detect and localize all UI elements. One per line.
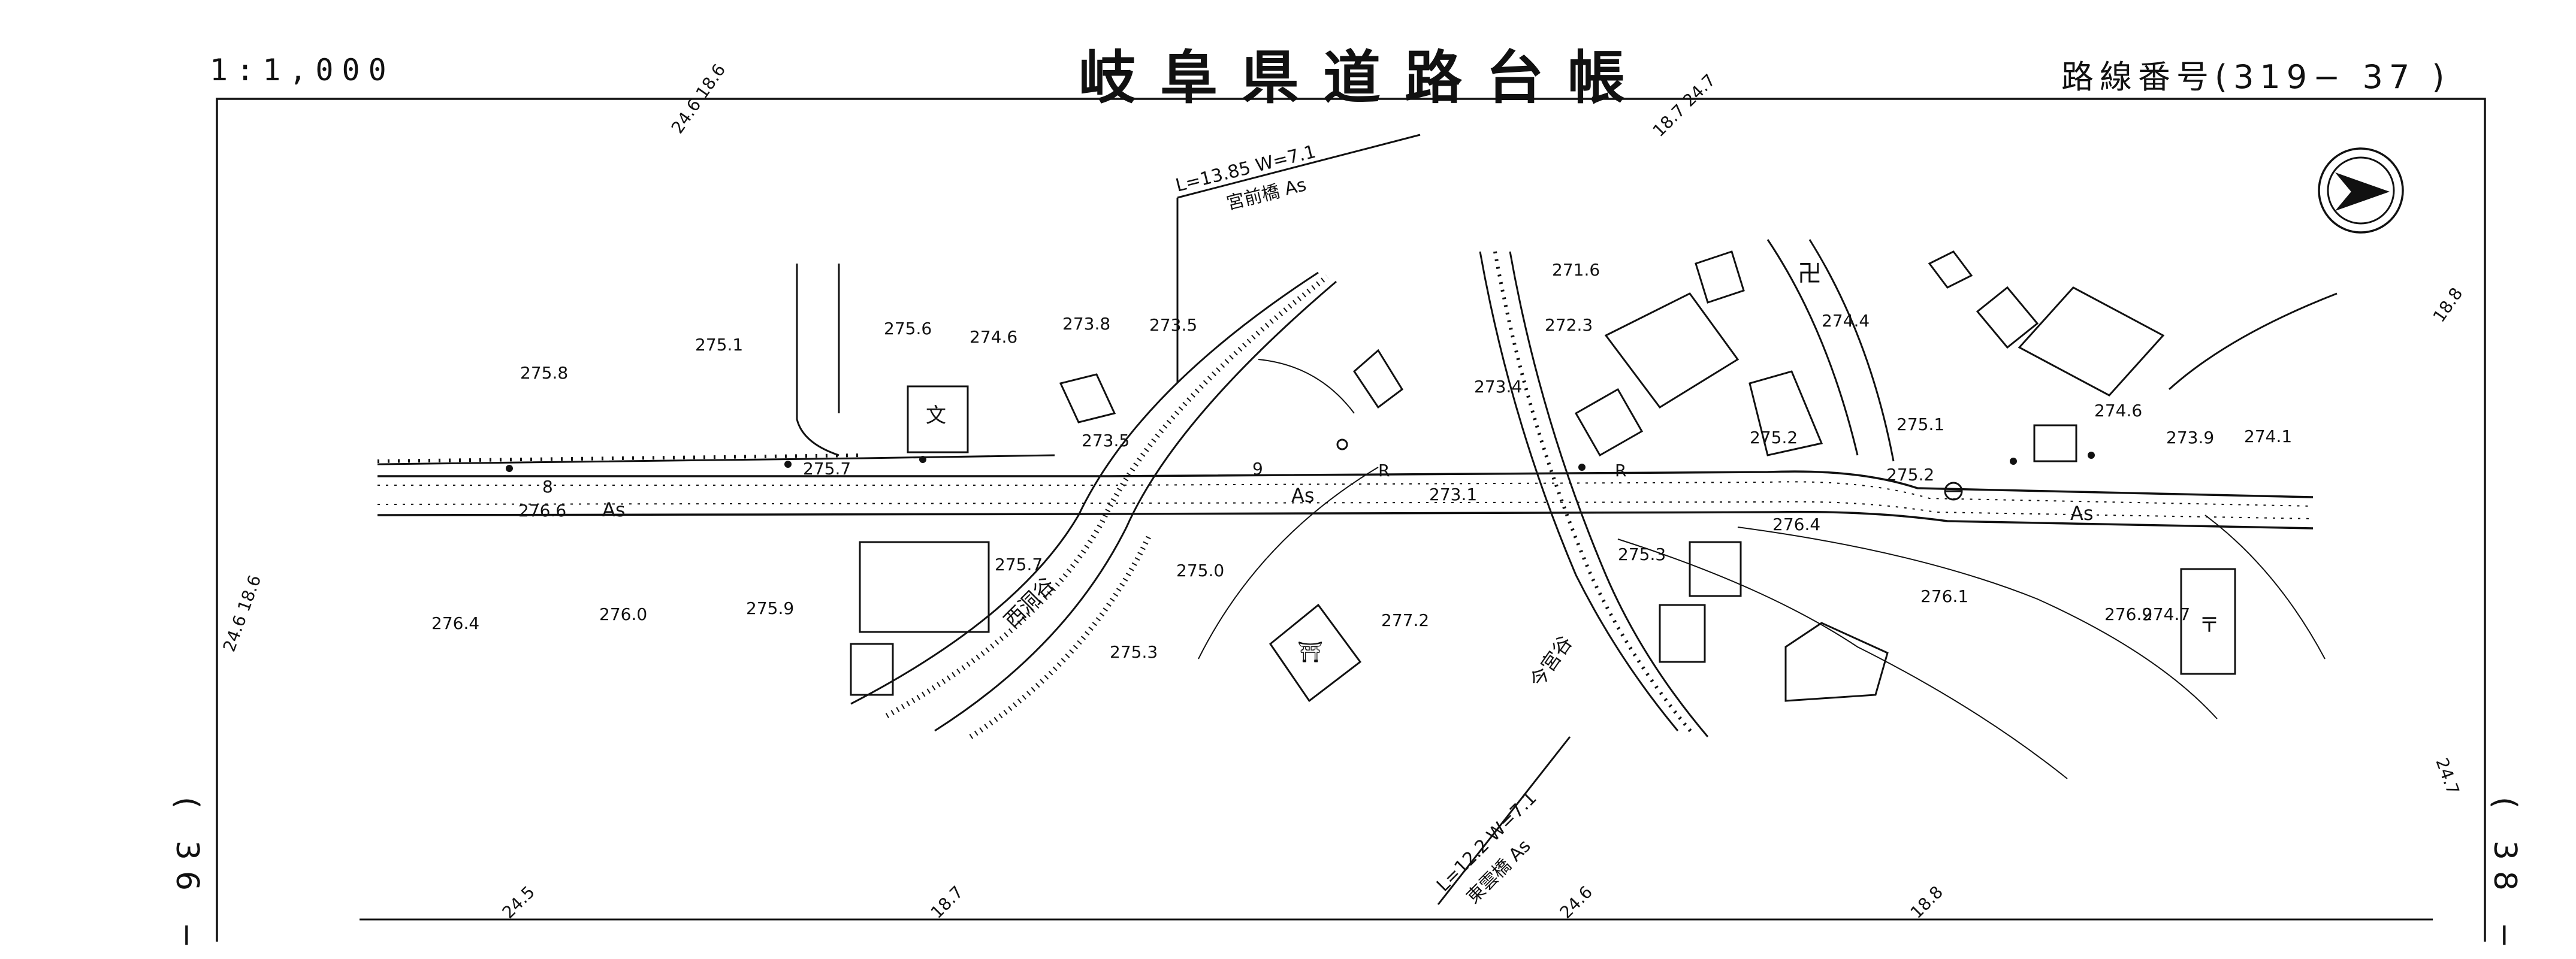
buildings xyxy=(850,250,2236,703)
elevation-label: 276.0 xyxy=(599,604,647,624)
edge-markers: 24.6 18.6 18.7 24.7 24.6 18.6 18.8 24.7 … xyxy=(219,60,2467,922)
edge-marker: 24.5 xyxy=(499,882,539,922)
edge-marker: 24.6 xyxy=(1556,882,1596,922)
road-surface-label: As xyxy=(1291,484,1315,507)
post-office-icon: 〒 xyxy=(2199,613,2219,637)
elevation-label: 275.7 xyxy=(803,459,851,479)
road-boundary-north xyxy=(377,454,1055,465)
elevation-label: 273.4 xyxy=(1474,377,1522,397)
elevation-label: 273.9 xyxy=(2166,428,2214,447)
school-icon: 文 xyxy=(926,404,946,428)
edge-marker: 18.8 xyxy=(2429,284,2467,326)
sheet-frame xyxy=(216,98,2486,942)
elevation-label: 273.5 xyxy=(1082,431,1130,450)
temple-icon: 卍 xyxy=(1798,260,1822,288)
river-channel-east xyxy=(1479,251,1709,737)
elevation-label: 274.6 xyxy=(2094,401,2142,420)
elevation-label: 275.2 xyxy=(1750,428,1798,447)
elevation-label: 272.3 xyxy=(1545,315,1593,335)
elevation-label: 276.4 xyxy=(431,613,479,633)
elevation-label: 274.1 xyxy=(2244,426,2292,446)
survey-markers xyxy=(506,438,2095,501)
elevation-label: 276.1 xyxy=(1920,586,1968,606)
side-road xyxy=(2204,515,2326,659)
curve-label: R xyxy=(1615,461,1626,480)
route-number-label: 9 xyxy=(1252,459,1263,479)
elevation-label: 274.4 xyxy=(1822,311,1870,331)
elevation-label: 275.3 xyxy=(1110,642,1158,662)
elevation-label: 275.7 xyxy=(995,555,1043,574)
elevation-label: 275.2 xyxy=(1886,465,1934,485)
adjacent-sheet-right: ( 38 − xyxy=(2487,797,2523,959)
bridge-leader xyxy=(1177,134,1421,199)
sheet-title: 岐阜県道路台帳 xyxy=(1079,44,1649,111)
edge-marker: 18.7 24.7 xyxy=(1649,70,1720,141)
edge-marker: 24.7 xyxy=(2432,755,2463,797)
side-road xyxy=(1737,527,2218,719)
elevation-label: 276.9 xyxy=(2104,604,2152,624)
elevation-label: 275.1 xyxy=(695,335,743,355)
bridge-leader xyxy=(1437,736,1571,905)
route-number-label: 8 xyxy=(542,477,553,497)
route-number: 路線番号(319− 37 ) xyxy=(2061,58,2451,96)
adjacent-sheet-left: ( 36 − xyxy=(169,797,205,959)
elevation-label: 273.1 xyxy=(1429,485,1477,504)
map-scale: 1:1,000 xyxy=(210,53,395,87)
river-channel-west xyxy=(850,271,1337,739)
elevation-label: 275.6 xyxy=(884,319,932,338)
side-road xyxy=(1617,539,2068,779)
north-arrow-icon xyxy=(2318,147,2404,234)
curve-label: R xyxy=(1378,461,1390,480)
side-road xyxy=(1766,239,1859,456)
elevation-points: 275.8 275.1 275.6 274.6 273.8 273.5 273.… xyxy=(431,260,2292,662)
elevation-label: 273.8 xyxy=(1062,314,1110,334)
side-road xyxy=(2168,292,2338,391)
elevation-label: 275.0 xyxy=(1176,561,1224,580)
edge-marker: 18.7 xyxy=(927,882,967,922)
elevation-label: 276.4 xyxy=(1772,515,1820,534)
elevation-label: 277.2 xyxy=(1381,610,1429,630)
elevation-label: 275.9 xyxy=(746,598,794,618)
main-road xyxy=(377,470,2314,530)
elevation-label: 274.6 xyxy=(970,327,1017,347)
contour xyxy=(1198,467,1379,659)
elevation-label: 275.1 xyxy=(1896,415,1944,434)
river-name: 今宮谷 xyxy=(1525,631,1577,691)
elevation-label: 274.7 xyxy=(2142,604,2190,624)
elevation-label: 271.6 xyxy=(1552,260,1600,280)
shrine-icon: ⛩ xyxy=(1297,640,1323,664)
road-surface-label: As xyxy=(2070,502,2094,525)
elevation-label: 276.6 xyxy=(518,501,566,521)
side-road xyxy=(1808,239,1895,462)
river-name: 西洞谷 xyxy=(999,573,1059,633)
elevation-label: 273.5 xyxy=(1149,315,1197,335)
edge-marker: 18.8 xyxy=(1907,882,1947,922)
contour xyxy=(1258,359,1355,414)
elevation-label: 275.8 xyxy=(520,363,568,383)
side-road xyxy=(796,264,839,456)
edge-marker: 24.6 18.6 xyxy=(219,573,265,655)
road-surface-label: As xyxy=(602,498,626,521)
elevation-label: 275.3 xyxy=(1618,544,1666,564)
